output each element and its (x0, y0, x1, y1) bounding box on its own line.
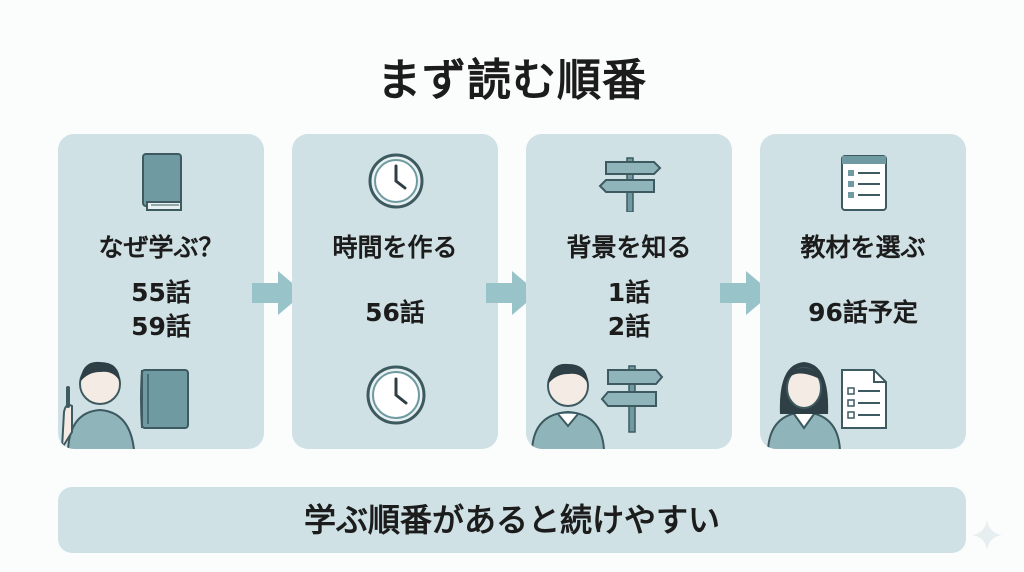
clock-icon (368, 153, 424, 209)
step-title: 背景を知る (566, 233, 692, 262)
episode-label: 56話 (365, 298, 425, 327)
episode-label: 55話 (131, 278, 191, 307)
step-card-materials: 教材を選ぶ 96話予定 (760, 134, 966, 449)
episode-label: 96話予定 (808, 298, 918, 327)
arrow-right-icon (720, 271, 772, 315)
person-pointing-icon (61, 361, 135, 449)
book-icon (140, 369, 189, 429)
episode-label: 2話 (607, 312, 651, 341)
step-title: なぜ学ぶ？ (98, 233, 224, 262)
step-card-time: 時間を作る 56話 (292, 134, 498, 449)
arrow-right-icon (252, 271, 304, 315)
signpost-icon (600, 365, 664, 433)
step-title: 教材を選ぶ (800, 233, 926, 262)
footer-banner: 学ぶ順番があると続けやすい (58, 487, 966, 553)
step-card-why: なぜ学ぶ？ 55話 59話 (58, 134, 264, 449)
person-icon (531, 363, 605, 449)
arrow-right-icon (486, 271, 538, 315)
step-card-background: 背景を知る 1話 2話 (526, 134, 732, 449)
step-title: 時間を作る (332, 233, 458, 262)
sparkle-icon (972, 520, 1002, 550)
book-icon (142, 153, 182, 211)
woman-icon (767, 362, 841, 449)
clock-icon (366, 365, 426, 425)
episode-label: 59話 (131, 312, 191, 341)
page-title: まず読む順番 (377, 55, 647, 106)
document-checklist-icon (841, 369, 887, 429)
episode-label: 1話 (607, 278, 651, 307)
checklist-icon (841, 155, 887, 211)
signpost-icon (598, 157, 662, 212)
